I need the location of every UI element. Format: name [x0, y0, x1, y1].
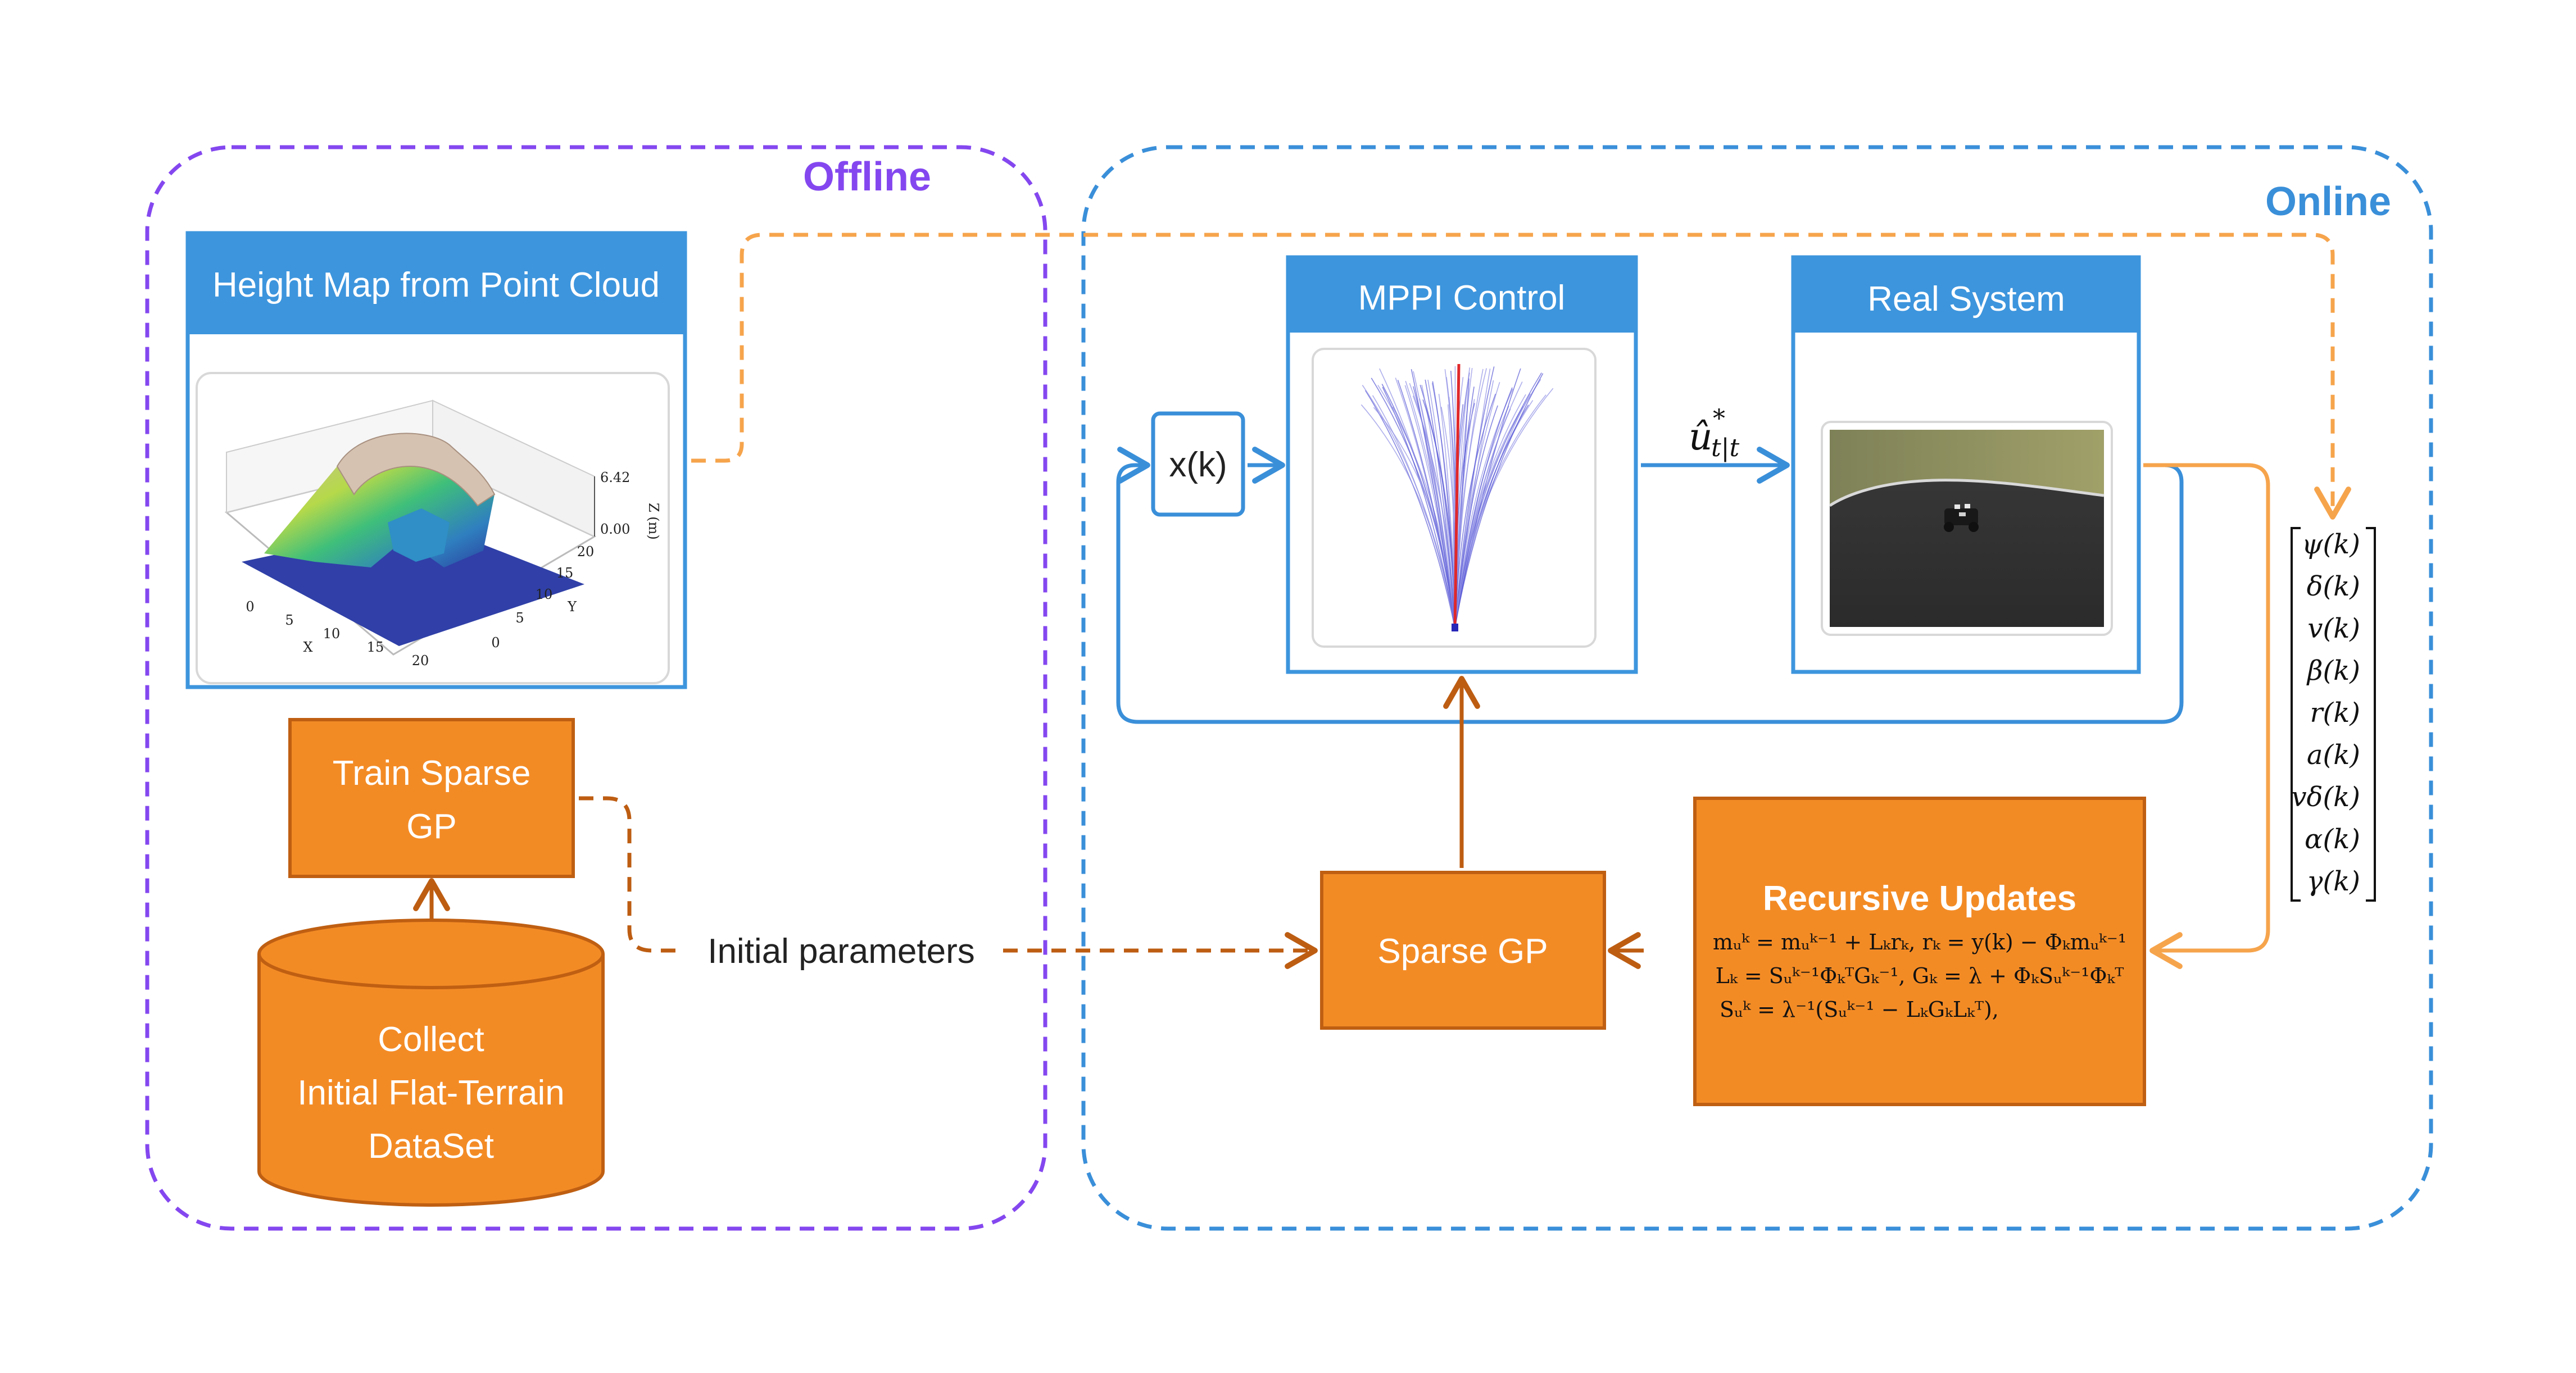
online-region [1081, 145, 2433, 1231]
recursive-eq1: mᵤᵏ = mᵤᵏ⁻¹ + Lₖrₖ, rₖ = y(k) − Φₖmᵤᵏ⁻¹ [1713, 930, 2126, 954]
y-tick-10: 10 [536, 587, 553, 602]
mppi-optimal-trajectory [1453, 363, 1461, 629]
state-r: r(k) [2310, 697, 2360, 729]
state-beta: β(k) [2306, 655, 2360, 686]
vehicle-marker [1452, 624, 1458, 631]
state-delta: δ(k) [2307, 571, 2360, 602]
terrain-hole [388, 508, 450, 562]
collect-line2: Initial Flat-Terrain [297, 1074, 564, 1112]
offline-label: Offline [803, 154, 931, 199]
sparse-gp-label: Sparse GP [1377, 932, 1548, 971]
control-label-base: û [1689, 415, 1713, 458]
sampled-trajectory [1411, 369, 1455, 629]
real-system-header [1793, 257, 2139, 333]
sim-grass [1830, 430, 2104, 506]
height-map-header [188, 233, 685, 334]
recursive-title: Recursive Updates [1763, 879, 2076, 918]
control-label-sup: * [1713, 404, 1725, 433]
recursive-eq2: Lₖ = Sᵤᵏ⁻¹ΦₖᵀGₖ⁻¹, Gₖ = λ + ΦₖSᵤᵏ⁻¹Φₖᵀ [1716, 963, 2124, 988]
sampled-trajectory [1454, 393, 1496, 629]
state-vector: ψ(k) δ(k) v(k) β(k) r(k) a(k) vδ(k) α(k)… [2291, 527, 2376, 902]
state-v-delta: vδ(k) [2291, 781, 2360, 813]
y-tick-15: 15 [556, 565, 574, 581]
sampled-trajectory [1419, 398, 1455, 629]
z-tick-bottom: 0.00 [600, 521, 630, 537]
x-axis-label: X [303, 639, 312, 655]
online-label: Online [2265, 179, 2391, 224]
sampled-trajectory [1392, 406, 1455, 629]
y-tick-0: 0 [491, 635, 500, 651]
terrain-ridge [336, 433, 496, 507]
sparse-gp-box: Sparse GP [1320, 871, 1606, 1030]
arrow-initial-parameters-in [579, 796, 677, 953]
feedback-loop [1116, 447, 2184, 724]
collect-line1: Collect [378, 1020, 484, 1059]
y-tick-20: 20 [577, 544, 595, 560]
state-alpha: α(k) [2305, 824, 2360, 855]
arrow-system-to-recursive [2143, 463, 2270, 969]
sampled-trajectory [1425, 379, 1455, 629]
x-tick-5: 5 [285, 612, 293, 628]
sampled-trajectory [1454, 405, 1498, 629]
arrow-heightmap-to-states [691, 233, 2351, 520]
x-tick-10: 10 [323, 626, 341, 642]
control-label-sub: t|t [1711, 434, 1740, 462]
recursive-eq3: Sᵤᵏ = λ⁻¹(Sᵤᵏ⁻¹ − LₖGₖLₖᵀ), [1720, 997, 1999, 1022]
collect-dataset-cylinder: Collect Initial Flat-Terrain DataSet [257, 919, 605, 1207]
x-tick-0: 0 [246, 599, 254, 615]
recursive-updates-box: Recursive Updates mᵤᵏ = mᵤᵏ⁻¹ + Lₖrₖ, rₖ… [1693, 797, 2146, 1106]
offline-region [145, 145, 1047, 1231]
sampled-trajectory [1372, 395, 1455, 629]
mppi-header [1288, 257, 1636, 333]
right-bracket [2366, 527, 2376, 902]
mppi-control-box: MPPI Control [1286, 255, 1638, 674]
sim-road-edge [1829, 479, 2105, 507]
state-v: v(k) [2307, 613, 2360, 644]
control-label: û * t|t [1689, 404, 1740, 462]
train-sparse-gp-box: Train Sparse GP [288, 718, 575, 878]
real-system-title: Real System [1867, 280, 2065, 319]
state-psi: ψ(k) [2302, 529, 2360, 560]
left-bracket [2291, 527, 2301, 902]
sim-vehicle [1944, 504, 1979, 532]
height-map-plot: 6.42 0.00 Z (m) 0 5 10 15 20 X 0 5 10 15… [224, 399, 661, 669]
mppi-trajectory-fan [1360, 366, 1554, 629]
train-gp-line1: Train Sparse [333, 754, 531, 793]
height-map-title: Height Map from Point Cloud [212, 266, 660, 304]
z-axis-label: Z (m) [646, 503, 661, 540]
z-tick-top: 6.42 [600, 470, 630, 485]
state-input-label: x(k) [1169, 445, 1227, 484]
x-tick-15: 15 [367, 639, 384, 655]
mppi-title: MPPI Control [1358, 279, 1566, 317]
sampled-trajectory [1454, 379, 1541, 629]
x-tick-20: 20 [412, 653, 429, 669]
y-axis-label: Y [567, 599, 577, 615]
real-system-box: Real System [1791, 255, 2141, 674]
initial-parameters-label: Initial parameters [708, 932, 975, 971]
state-input-box: x(k) [1151, 411, 1245, 517]
collect-line3: DataSet [368, 1127, 494, 1166]
state-gamma: γ(k) [2307, 866, 2360, 897]
train-gp-line2: GP [406, 807, 457, 846]
state-a: a(k) [2307, 739, 2360, 771]
sampled-trajectory [1364, 390, 1455, 629]
y-tick-5: 5 [515, 610, 524, 626]
sampled-trajectory [1454, 373, 1544, 629]
